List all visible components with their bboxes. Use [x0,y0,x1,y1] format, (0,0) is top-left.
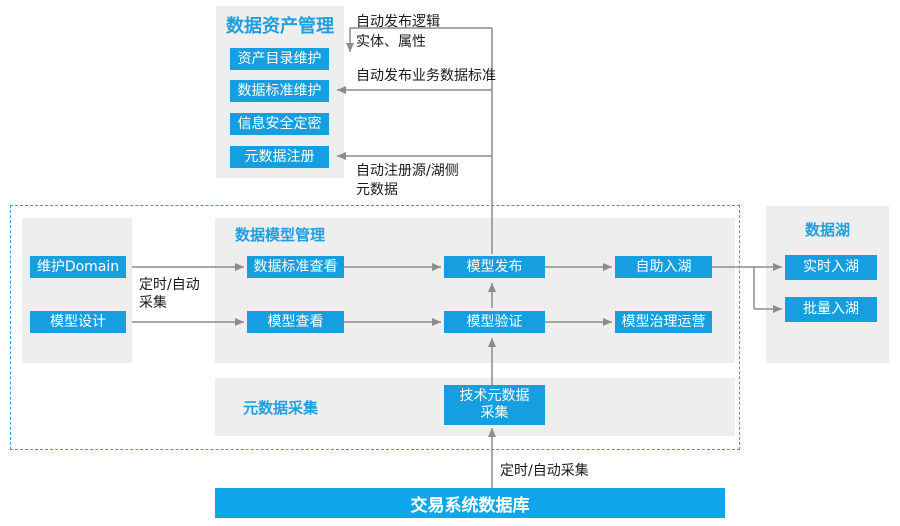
security-classify-box: 信息安全定密 [230,113,329,135]
standard-maintain-box: 数据标准维护 [230,80,329,102]
note-auto-publish-standard: 自动发布业务数据标准 [356,68,496,84]
system-boundary [10,205,740,450]
standard-view-box: 数据标准查看 [247,256,344,278]
note-auto-publish-logic-1: 自动发布逻辑 [356,14,440,30]
tech-meta-line1: 技术元数据 [459,388,530,404]
lake-panel [766,206,889,363]
note-auto-publish-logic-2: 实体、属性 [356,34,426,50]
trading-db-bar: 交易系统数据库 [215,488,725,518]
realtime-ingest-box: 实时入湖 [785,255,877,280]
lake-title: 数据湖 [804,221,850,239]
model-governance-box: 模型治理运营 [615,311,712,333]
model-verify-box: 模型验证 [444,311,545,333]
model-mgmt-panel [215,218,735,363]
meta-collect-title: 元数据采集 [243,399,319,417]
tech-meta-line2: 采集 [480,405,509,421]
tech-meta-collect-box: 技术元数据 采集 [444,385,545,425]
model-view-box: 模型查看 [247,311,344,333]
note-scheduled-collect-2: 采集 [139,295,167,311]
asset-mgmt-title: 数据资产管理 [226,16,334,37]
maintain-domain-box: 维护Domain [30,256,126,278]
model-design-box: 模型设计 [30,311,126,333]
batch-ingest-box: 批量入湖 [785,297,877,322]
model-publish-box: 模型发布 [444,256,545,278]
meta-register-box: 元数据注册 [230,146,329,168]
left-panel [22,218,132,363]
asset-catalog-box: 资产目录维护 [230,48,329,70]
self-ingest-box: 自助入湖 [615,256,712,278]
note-scheduled-collect-bottom: 定时/自动采集 [500,463,589,479]
note-auto-register-1: 自动注册源/湖侧 [356,163,459,179]
note-scheduled-collect-1: 定时/自动 [139,277,200,293]
model-mgmt-title: 数据模型管理 [235,226,326,244]
note-auto-register-2: 元数据 [356,182,398,198]
